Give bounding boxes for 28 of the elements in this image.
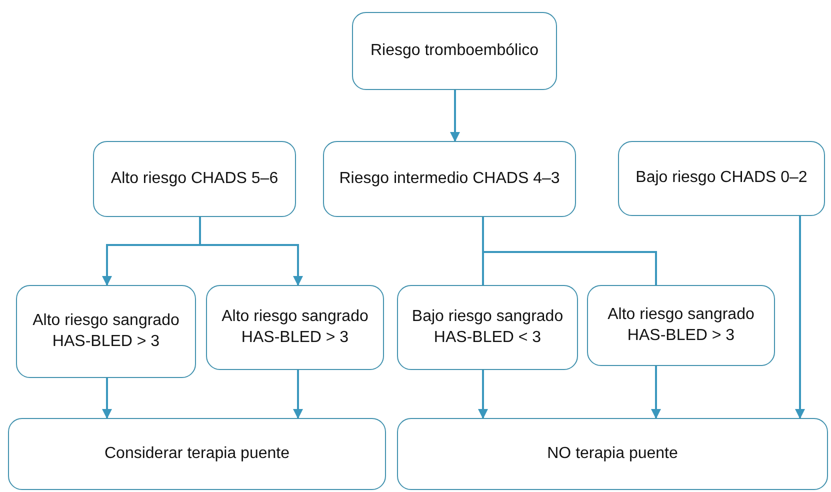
box-text: NO terapia puente: [547, 444, 678, 464]
box-text: Bajo riesgo CHADS 0–2: [636, 168, 808, 188]
arrow: [478, 370, 488, 419]
process-box: [397, 285, 578, 370]
process-box: [323, 141, 576, 217]
process-box: [206, 285, 384, 370]
arrow: [293, 370, 303, 419]
connector-line: [482, 217, 657, 285]
process-box: [397, 418, 828, 490]
process-box: [8, 418, 386, 490]
box-text: Alto riesgo sangrado HAS-BLED > 3: [220, 306, 370, 348]
box-text: Considerar terapia puente: [104, 444, 290, 464]
process-box: [352, 12, 557, 90]
arrow: [199, 217, 303, 286]
box-text: Alto riesgo sangrado HAS-BLED > 3: [32, 310, 180, 352]
process-box: [16, 285, 196, 378]
arrow: [102, 378, 112, 419]
box-text: Alto riesgo sangrado HAS-BLED > 3: [606, 304, 756, 346]
process-box: [587, 285, 775, 366]
arrow: [795, 216, 805, 419]
arrow: [450, 90, 460, 142]
box-text: Alto riesgo CHADS 5–6: [110, 168, 278, 189]
arrow: [651, 366, 661, 419]
box-text: Riesgo intermedio CHADS 4–3: [339, 168, 560, 189]
process-box: [93, 141, 296, 217]
box-text: Bajo riesgo sangrado HAS-BLED < 3: [410, 306, 564, 348]
box-text: Riesgo tromboembólico: [370, 40, 539, 61]
process-box: [618, 141, 825, 216]
